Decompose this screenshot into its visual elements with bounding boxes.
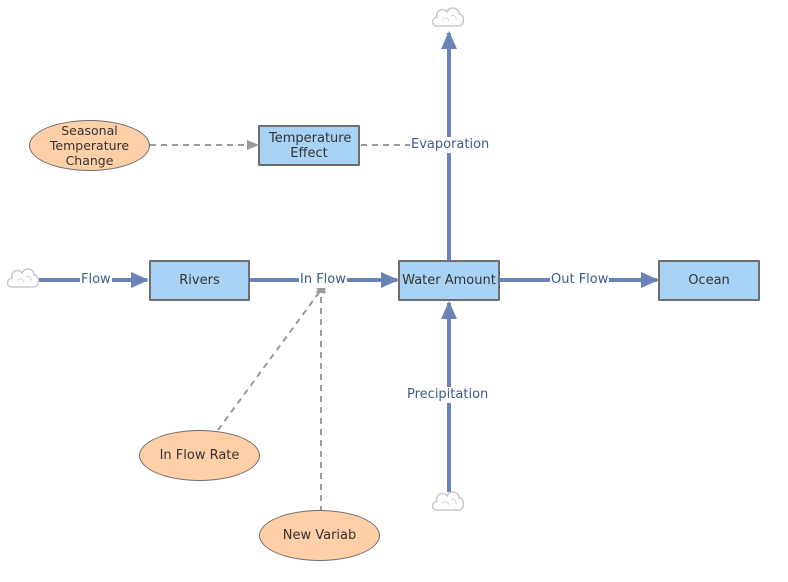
link-inflowrate-to-inflow[interactable] [217,281,328,431]
aux-in-flow-rate[interactable]: In Flow Rate [139,430,260,481]
flow-label-flow[interactable]: Flow [80,272,112,288]
stock-label: Rivers [179,273,220,288]
flow-label-evaporation[interactable]: Evaporation [410,137,491,153]
cloud-icon [6,268,40,288]
stock-label: Ocean [688,273,730,288]
flow-label-precipitation[interactable]: Precipitation [406,387,490,403]
aux-new-variab[interactable]: New Variab [259,510,380,561]
flow-label-in-flow[interactable]: In Flow [299,272,347,288]
flow-label-out-flow[interactable]: Out Flow [550,272,610,288]
stock-water-amount[interactable]: Water Amount [398,260,500,301]
aux-label: In Flow Rate [159,447,240,463]
aux-label: Seasonal Temperature Change [49,123,130,168]
stock-rivers[interactable]: Rivers [149,260,250,301]
aux-seasonal-temperature-change[interactable]: Seasonal Temperature Change [29,120,150,171]
cloud-icon [431,7,465,27]
cloud-icon [431,491,465,511]
stock-label: Temperature Effect [269,130,352,161]
stock-temperature-effect[interactable]: Temperature Effect [258,125,360,166]
stock-label: Water Amount [402,273,496,288]
aux-label: New Variab [282,527,357,543]
stock-ocean[interactable]: Ocean [658,260,760,301]
